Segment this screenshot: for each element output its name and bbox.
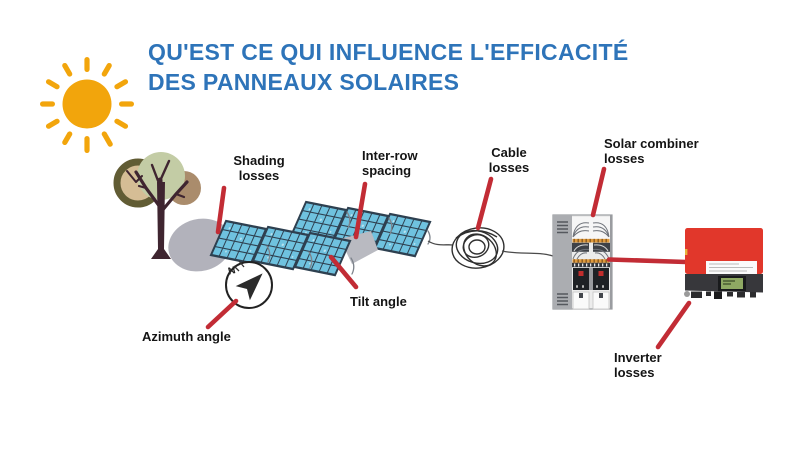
tree-icon bbox=[113, 152, 201, 259]
combiner-cabinet-icon bbox=[552, 214, 613, 310]
label-inverter-losses: Inverter losses bbox=[614, 350, 662, 380]
pointer-line-inverter bbox=[655, 300, 692, 350]
wire-coil-to-combiner bbox=[501, 250, 554, 257]
compass-north-label: N bbox=[227, 265, 237, 277]
pointer-line-combiner-to-inverter bbox=[606, 257, 689, 265]
page-title-line2: DES PANNEAUX SOLAIRES bbox=[148, 69, 460, 95]
pointer-line-shading bbox=[215, 185, 227, 235]
inverter-icon bbox=[684, 228, 763, 299]
label-shading-losses: Shading losses bbox=[233, 153, 285, 183]
label-azimuth-angle: Azimuth angle bbox=[142, 329, 231, 344]
sun-icon bbox=[40, 57, 134, 153]
pointer-lines bbox=[205, 166, 692, 350]
compass-icon: N bbox=[225, 260, 273, 309]
label-tilt-angle: Tilt angle bbox=[350, 294, 407, 309]
pointer-line-combiner bbox=[590, 166, 607, 218]
page-title: QU'EST CE QUI INFLUENCE L'EFFICACITÉ DES… bbox=[148, 37, 628, 97]
panel-swooshes bbox=[266, 211, 431, 275]
label-solar-combiner-losses: Solar combiner losses bbox=[604, 136, 699, 166]
cable-coil-icon bbox=[451, 227, 505, 269]
pointer-line-tilt bbox=[328, 254, 359, 290]
pointer-line-inter-row bbox=[353, 181, 368, 240]
wire-panels-to-coil bbox=[427, 240, 454, 246]
inter-row-shadow bbox=[340, 231, 378, 264]
page-title-line1: QU'EST CE QUI INFLUENCE L'EFFICACITÉ bbox=[148, 39, 629, 65]
pointer-line-azimuth bbox=[205, 298, 239, 330]
label-inter-row-spacing: Inter-row spacing bbox=[362, 148, 418, 178]
label-cable-losses: Cable losses bbox=[488, 145, 530, 175]
pointer-line-cable bbox=[475, 176, 494, 231]
